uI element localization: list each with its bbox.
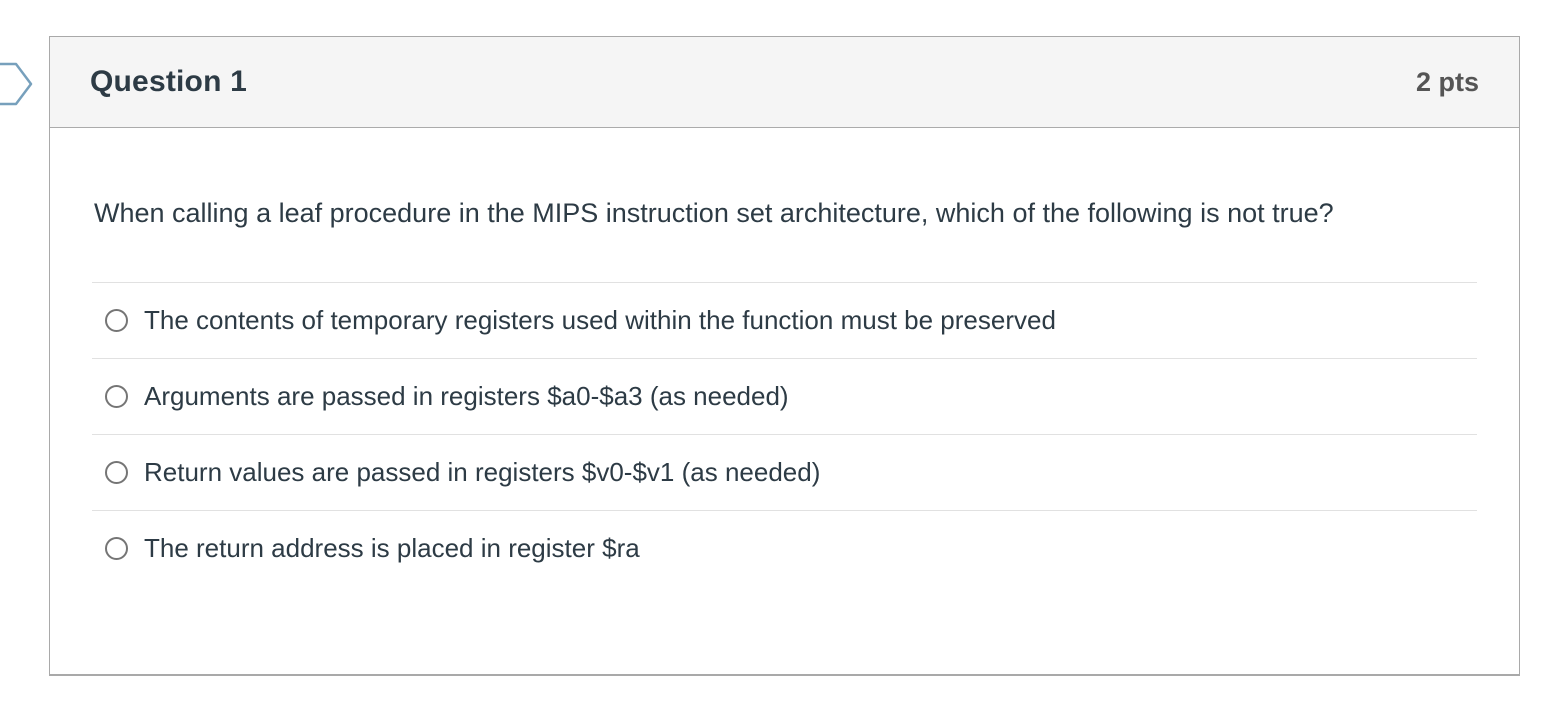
question-text: When calling a leaf procedure in the MIP…	[94, 198, 1334, 228]
current-question-flag-icon	[0, 62, 33, 106]
answer-label[interactable]: The return address is placed in register…	[144, 533, 640, 563]
answer-option-1[interactable]: The contents of temporary registers used…	[92, 282, 1477, 358]
question-title: Question 1	[90, 65, 248, 98]
question-points-badge: 2 pts	[1415, 66, 1479, 97]
question-card: Question 1 2 pts When calling a leaf pro…	[49, 36, 1520, 676]
radio-button-unselected[interactable]	[105, 309, 128, 332]
answer-option-2[interactable]: Arguments are passed in registers $a0-$a…	[92, 358, 1477, 434]
radio-button-unselected[interactable]	[105, 461, 128, 484]
question-header: Question 1 2 pts	[50, 37, 1519, 128]
answer-label[interactable]: Arguments are passed in registers $a0-$a…	[144, 381, 789, 411]
answer-list: The contents of temporary registers used…	[92, 282, 1477, 586]
answer-option-3[interactable]: Return values are passed in registers $v…	[92, 434, 1477, 510]
answer-label[interactable]: The contents of temporary registers used…	[144, 305, 1056, 335]
answer-label[interactable]: Return values are passed in registers $v…	[144, 457, 821, 487]
question-body: When calling a leaf procedure in the MIP…	[50, 128, 1519, 586]
radio-button-unselected[interactable]	[105, 385, 128, 408]
answer-option-4[interactable]: The return address is placed in register…	[92, 510, 1477, 586]
radio-button-unselected[interactable]	[105, 537, 128, 560]
